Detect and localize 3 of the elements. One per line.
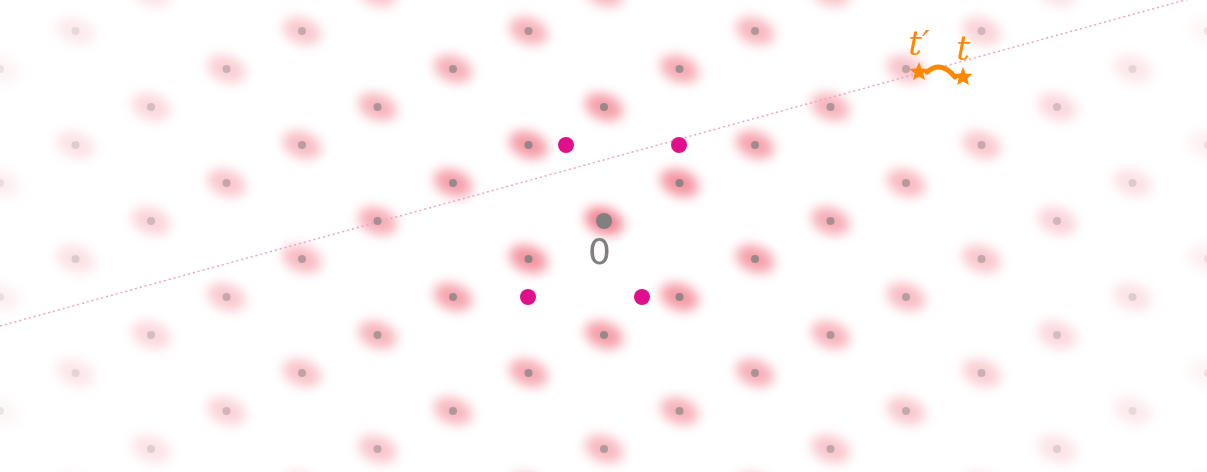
time-label: t′ [908, 26, 930, 60]
time-label: t [956, 31, 970, 65]
origin-label: 0 [588, 234, 611, 270]
